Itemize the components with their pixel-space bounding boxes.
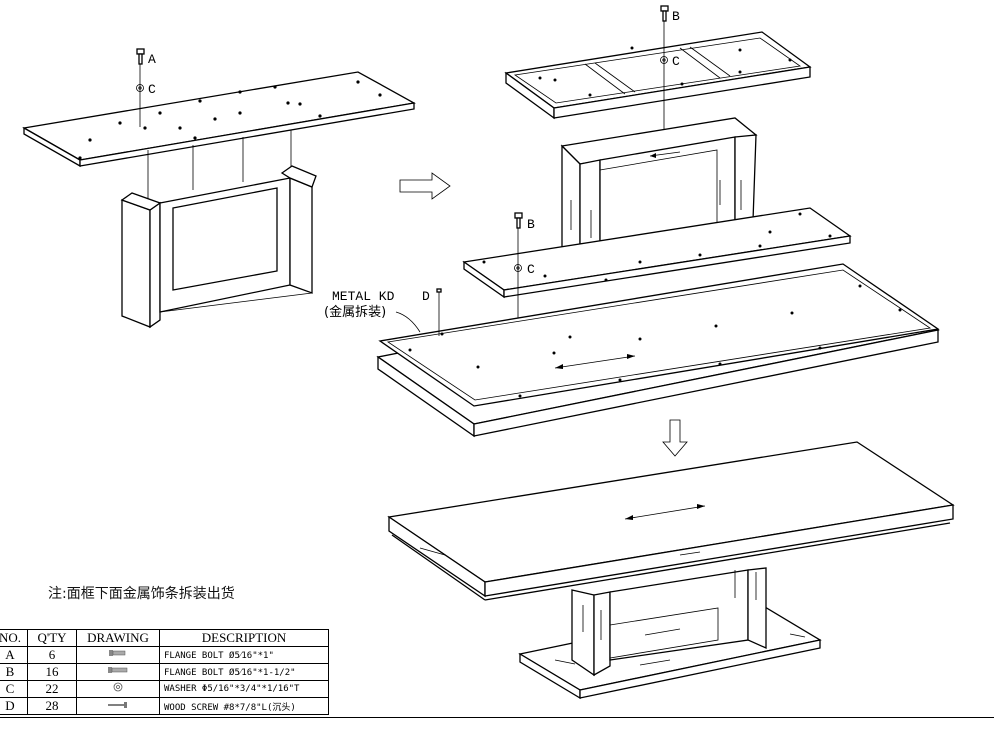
row-description: FLANGE BOLT Ø5⁄16"*1-1/2" — [159, 663, 329, 681]
label-b-top: B — [672, 9, 680, 24]
table-row: D 28 WOOD SCREW #8*7/8"L(沉头) — [0, 697, 329, 715]
shipping-note: 注:面框下面金属饰条拆装出货 — [48, 586, 235, 602]
row-no: C — [0, 680, 28, 698]
arrow-right-icon — [399, 172, 451, 200]
right-tabletop — [376, 263, 940, 438]
arrow-down-icon — [662, 419, 688, 457]
top-frame — [504, 31, 812, 120]
header-description: DESCRIPTION — [159, 629, 329, 647]
flange-bolt-icon — [76, 646, 160, 664]
header-no: NO. — [0, 629, 28, 647]
label-c: C — [148, 82, 156, 97]
header-drawing: DRAWING — [76, 629, 160, 647]
label-d: D — [422, 289, 430, 304]
parts-table: NO. Q'TY DRAWING DESCRIPTION A 6 FLANGE … — [0, 629, 329, 715]
base-plate — [462, 207, 852, 299]
row-no: D — [0, 697, 28, 715]
table-row: A 6 FLANGE BOLT Ø5⁄16"*1" — [0, 646, 329, 664]
bottom-rule — [0, 717, 994, 718]
row-description: WASHER Φ5/16"*3/4"*1/16"T — [159, 680, 329, 698]
washer-c-icon — [136, 84, 144, 92]
header-qty: Q'TY — [27, 629, 77, 647]
label-c-top: C — [672, 54, 680, 69]
label-metal-kd-cn: (金属拆装) — [324, 304, 386, 320]
washer-c-lower-icon — [514, 264, 522, 272]
row-qty: 28 — [27, 697, 77, 715]
label-a: A — [148, 52, 156, 67]
washer-icon — [76, 680, 160, 698]
left-tabletop — [22, 71, 416, 168]
row-qty: 22 — [27, 680, 77, 698]
row-no: A — [0, 646, 28, 664]
flange-bolt-icon — [76, 663, 160, 681]
wood-screw-icon — [76, 697, 160, 715]
label-c-lower: C — [527, 262, 535, 277]
row-no: B — [0, 663, 28, 681]
metal-kd-leader — [395, 311, 421, 333]
screw-d-icon — [436, 288, 442, 336]
row-description: FLANGE BOLT Ø5⁄16"*1" — [159, 646, 329, 664]
row-qty: 6 — [27, 646, 77, 664]
label-metal-kd: METAL KD — [332, 289, 395, 304]
washer-c-top-icon — [660, 56, 668, 64]
left-base — [120, 165, 317, 329]
bolt-a-icon — [136, 48, 145, 127]
row-qty: 16 — [27, 663, 77, 681]
table-row: C 22 WASHER Φ5/16"*3/4"*1/16"T — [0, 680, 329, 698]
assembled-table — [387, 441, 955, 700]
parts-table-header: NO. Q'TY DRAWING DESCRIPTION — [0, 629, 329, 647]
table-row: B 16 FLANGE BOLT Ø5⁄16"*1-1/2" — [0, 663, 329, 681]
row-description: WOOD SCREW #8*7/8"L(沉头) — [159, 697, 329, 715]
label-b-lower: B — [527, 217, 535, 232]
bolt-b-icon — [660, 5, 669, 150]
